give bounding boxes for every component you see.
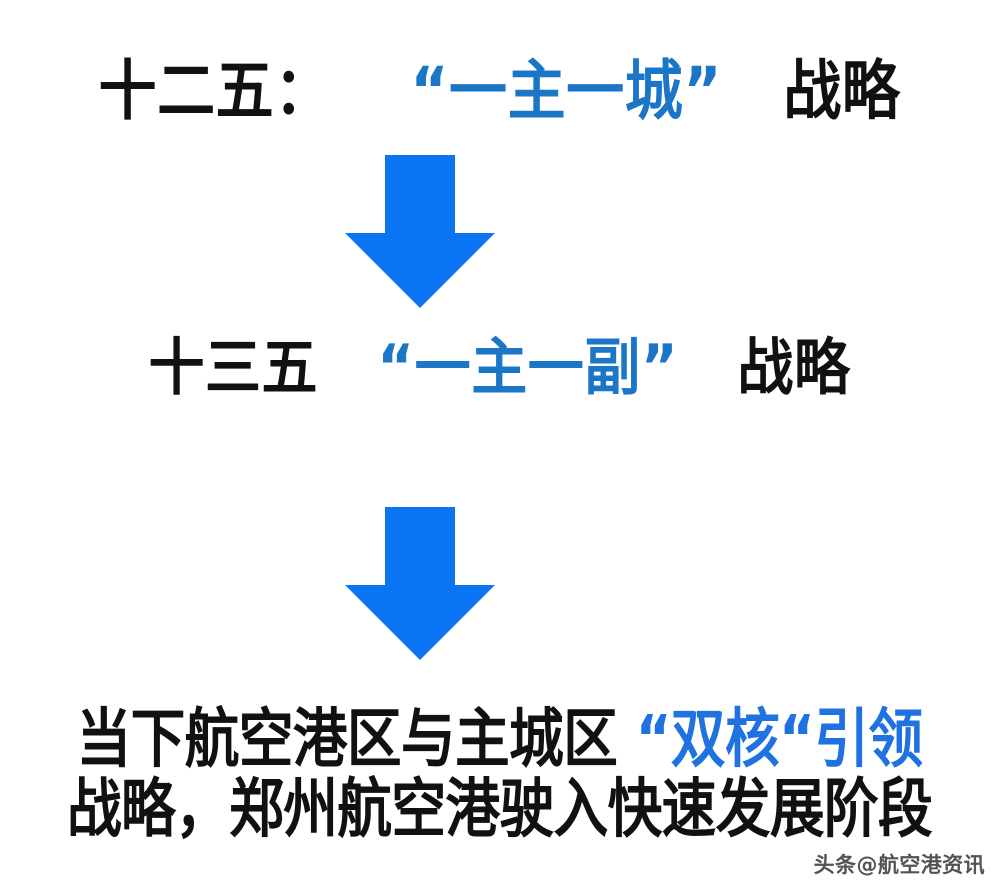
stage-1-prefix: 十二五： — [98, 52, 333, 129]
stage-3-line-1-highlight: “双核“引领 — [635, 702, 924, 777]
down-arrow-icon — [340, 507, 500, 662]
stage-3-line-2-black: 战略，郑州航空港驶入快速发展阶段 — [66, 772, 933, 847]
watermark: 头条@航空港资讯 — [813, 853, 985, 877]
stage-1-suffix: 战略 — [783, 52, 901, 129]
stage-1-highlight: “一主一城” — [410, 52, 723, 129]
stage-2-highlight: “一主一副” — [377, 332, 679, 405]
stage-3-line-2: 战略，郑州航空港驶入快速发展阶段 — [20, 770, 979, 849]
stage-2-prefix: 十三五 — [148, 332, 319, 405]
stage-2-label: 十三五 “一主一副” 战略 — [0, 337, 999, 400]
stage-1-label: 十二五： “一主一城” 战略 — [0, 57, 999, 124]
stage-3-label: 当下航空港区与主城区 “双核“引领 战略，郑州航空港驶入快速发展阶段 — [0, 700, 999, 847]
stage-3-line-1-black: 当下航空港区与主城区 — [76, 702, 618, 777]
stage-3-line-1: 当下航空港区与主城区 “双核“引领 — [20, 700, 979, 779]
stage-2-suffix: 战略 — [737, 332, 851, 405]
down-arrow-icon — [340, 155, 500, 310]
